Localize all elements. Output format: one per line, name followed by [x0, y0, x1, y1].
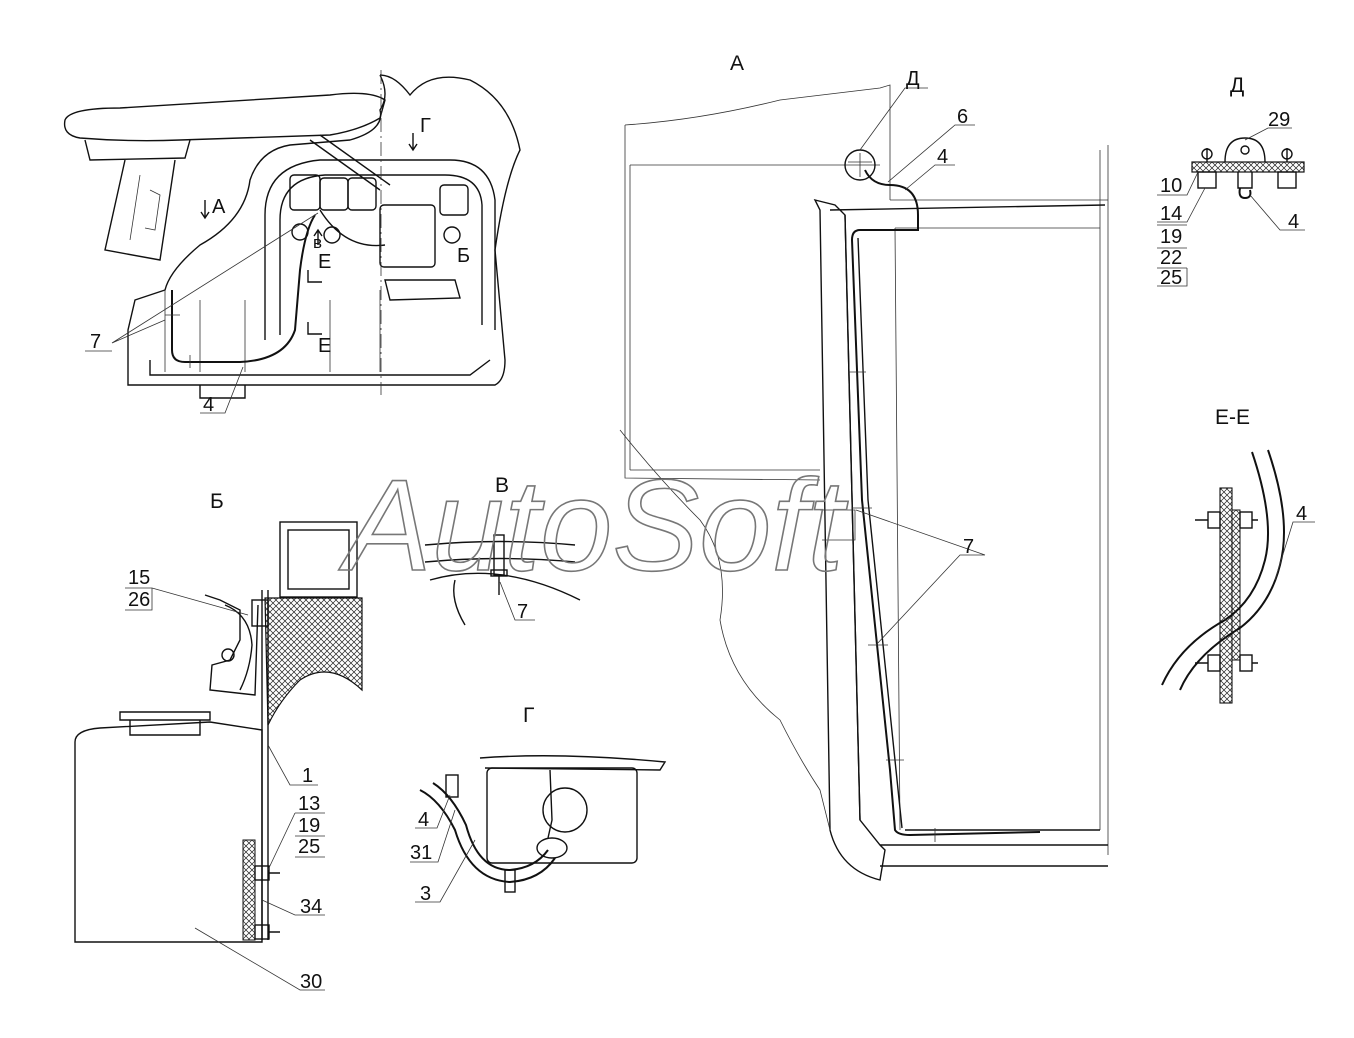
- callout-14: 14: [1160, 203, 1182, 225]
- callout-4-g: 4: [418, 809, 429, 831]
- callout-7-v: 7: [517, 601, 528, 623]
- callout-22: 22: [1160, 247, 1182, 269]
- callout-10: 10: [1160, 175, 1182, 197]
- view-a-cab-door: [619, 84, 1109, 881]
- overview-mark-e2: Е: [318, 335, 331, 357]
- overview-mark-v: в: [313, 233, 322, 252]
- callout-19-b: 19: [298, 815, 320, 837]
- watermark-text: AutoSoft: [338, 452, 849, 598]
- callout-34: 34: [300, 896, 322, 918]
- overview-mark-e1: Е: [318, 251, 331, 273]
- view-label-ee: Е-Е: [1215, 406, 1250, 429]
- view-label-v: В: [495, 474, 509, 497]
- callout-19-d: 19: [1160, 226, 1182, 248]
- callout-30: 30: [300, 971, 322, 993]
- callout-13: 13: [298, 793, 320, 815]
- callout-1: 1: [302, 765, 313, 787]
- callout-26: 26: [128, 589, 150, 611]
- view-label-d: Д: [1230, 74, 1244, 97]
- view-d-detail: [1191, 137, 1305, 200]
- callout-29: 29: [1268, 109, 1290, 131]
- callout-25-b: 25: [298, 836, 320, 858]
- callout-4-overview: 4: [203, 394, 214, 416]
- callout-3: 3: [420, 883, 431, 905]
- callout-4-a: 4: [937, 146, 948, 168]
- overview-mark-a: А: [212, 196, 226, 218]
- view-label-a: А: [730, 52, 744, 75]
- overview-mark-g: Г: [420, 115, 431, 137]
- callout-31: 31: [410, 842, 432, 864]
- view-g-tank: [419, 755, 667, 893]
- callout-25-d: 25: [1160, 267, 1182, 289]
- view-ee-section: [1161, 449, 1285, 704]
- callout-4-ee: 4: [1296, 503, 1307, 525]
- callout-6-a: 6: [957, 106, 968, 128]
- view-b-mount: [74, 521, 363, 943]
- callout-7-overview: 7: [90, 331, 101, 353]
- callout-15: 15: [128, 567, 150, 589]
- view-label-b: Б: [210, 490, 224, 513]
- view-v-clamp: [424, 534, 581, 626]
- overview-mark-b: Б: [457, 245, 470, 267]
- callout-7-a: 7: [963, 536, 974, 558]
- view-label-g: Г: [523, 704, 534, 727]
- overview-view: [63, 70, 521, 399]
- callout-d-mark-a: Д: [906, 68, 920, 90]
- callout-4-d: 4: [1288, 211, 1299, 233]
